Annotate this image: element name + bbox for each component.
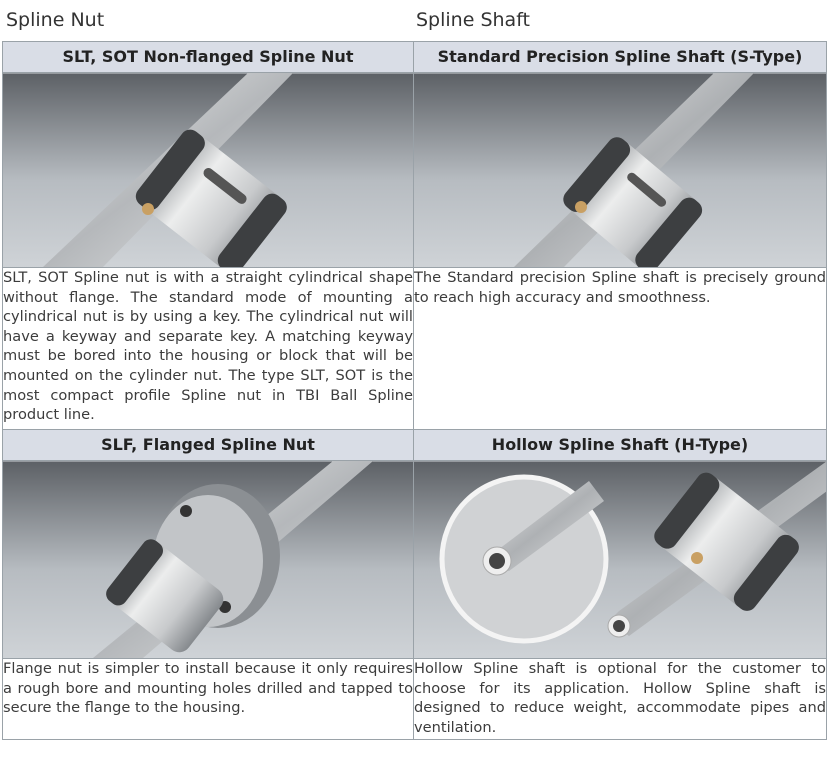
section-label-spline-nut: Spline Nut: [6, 9, 105, 31]
cell-desc-slf: Flange nut is simpler to install because…: [2, 658, 414, 740]
product-table: SLT, SOT Non-flanged Spline Nut Standard…: [2, 41, 827, 740]
cell-desc-h-type: Hollow Spline shaft is optional for the …: [413, 658, 827, 740]
cell-title-h-type: Hollow Spline Shaft (H-Type): [413, 429, 827, 461]
cell-desc-slt-sot: SLT, SOT Spline nut is with a straight c…: [2, 267, 414, 430]
section-label-spline-shaft: Spline Shaft: [416, 9, 530, 31]
image-s-type-shaft: [413, 72, 827, 268]
image-slt-sot-nut: [2, 72, 414, 268]
cell-title-s-type: Standard Precision Spline Shaft (S-Type): [413, 41, 827, 73]
image-h-type-hollow-shaft: [413, 460, 827, 659]
cell-title-slf: SLF, Flanged Spline Nut: [2, 429, 414, 461]
cell-title-slt-sot: SLT, SOT Non-flanged Spline Nut: [2, 41, 414, 73]
cell-desc-s-type: The Standard precision Spline shaft is p…: [413, 267, 827, 430]
image-slf-flanged-nut: [2, 460, 414, 659]
